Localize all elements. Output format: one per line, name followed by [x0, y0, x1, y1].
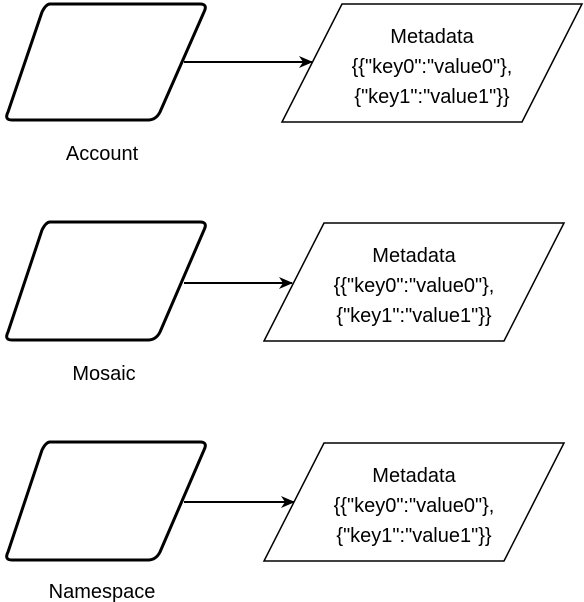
entity-shape-namespace[interactable]: [5, 440, 207, 562]
metadata-line-1: {{"key0":"value0"},: [334, 495, 495, 517]
entity-shape-mosaic[interactable]: [5, 220, 207, 342]
metadata-line-1: {{"key0":"value0"},: [352, 56, 513, 78]
entity-label-mosaic: Mosaic: [72, 363, 135, 385]
metadata-title: Metadata: [390, 26, 474, 48]
metadata-title: Metadata: [372, 465, 456, 487]
metadata-line-2: {"key1":"value1"}}: [336, 525, 491, 547]
entity-shape-account[interactable]: [5, 2, 207, 122]
metadata-shape-account[interactable]: [280, 3, 584, 123]
metadata-line-1: {{"key0":"value0"},: [334, 275, 495, 297]
metadata-line-2: {"key1":"value1"}}: [336, 305, 491, 327]
entity-label-namespace: Namespace: [49, 581, 156, 602]
metadata-title: Metadata: [372, 245, 456, 267]
metadata-shape-mosaic[interactable]: [262, 222, 566, 342]
row-namespace: Metadata {{"key0":"value0"}, {"key1":"va…: [5, 440, 566, 602]
metadata-line-2: {"key1":"value1"}}: [354, 86, 509, 108]
metadata-shape-namespace[interactable]: [262, 442, 566, 562]
row-mosaic: Metadata {{"key0":"value0"}, {"key1":"va…: [5, 220, 566, 385]
row-account: Metadata {{"key0":"value0"}, {"key1":"va…: [5, 2, 584, 165]
entity-label-account: Account: [66, 143, 139, 165]
